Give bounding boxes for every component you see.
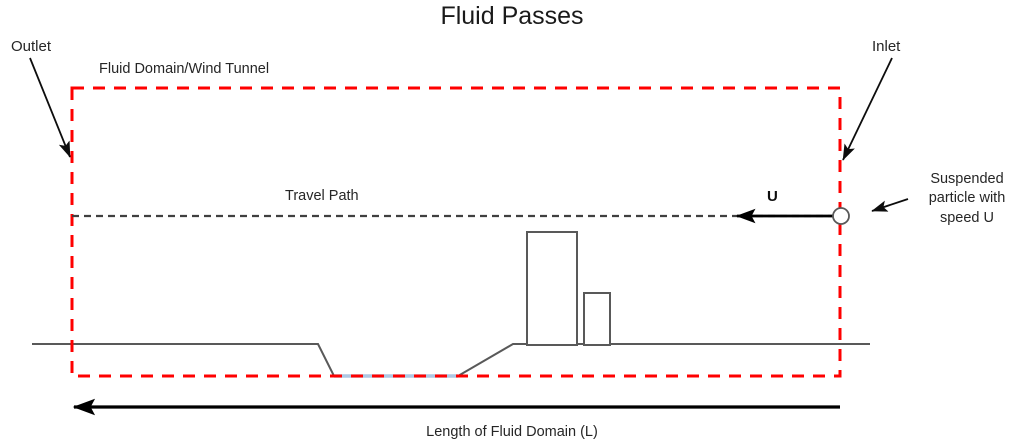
- particle-leader-arrow: [871, 198, 909, 212]
- travel-path-label: Travel Path: [285, 188, 359, 204]
- particle: [832, 207, 850, 225]
- terrain-profile: [32, 343, 870, 377]
- inlet-label: Inlet: [872, 38, 901, 55]
- building-tall: [526, 231, 578, 346]
- domain-length-label: Length of Fluid Domain (L): [426, 424, 598, 440]
- fluid-domain-boundary: [70, 86, 842, 378]
- page-title: Fluid Passes: [440, 2, 584, 30]
- particle-label: Suspended particle with speed U: [928, 171, 1006, 226]
- outlet-leader-arrow: [29, 57, 71, 158]
- outlet-label: Outlet: [11, 38, 52, 55]
- speed-symbol-label: U: [767, 188, 778, 205]
- inlet-leader-arrow: [842, 57, 893, 161]
- building-short: [583, 292, 611, 346]
- fluid-domain-label: Fluid Domain/Wind Tunnel: [99, 61, 270, 77]
